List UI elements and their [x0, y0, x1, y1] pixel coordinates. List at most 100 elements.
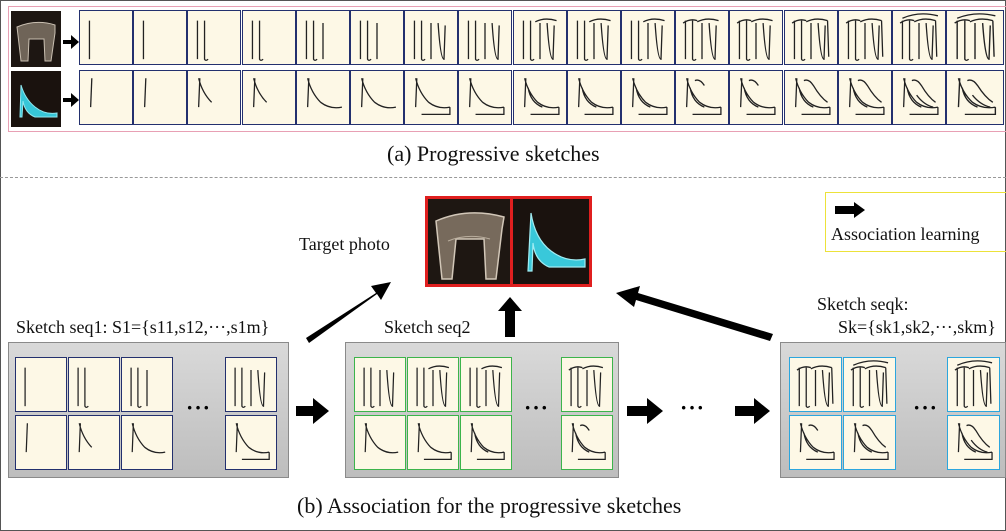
sketch-strokes	[957, 423, 993, 461]
sketch-cell	[460, 415, 512, 470]
arrow-seq2-to-target	[498, 297, 522, 337]
sketch-cell	[458, 70, 512, 125]
sketch-strokes	[850, 360, 889, 409]
sketch-cell	[513, 10, 567, 65]
sketch-cell	[68, 415, 120, 470]
sketch-cell	[567, 10, 621, 65]
seq2-label: Sketch seq2	[384, 317, 471, 337]
sketch-cell	[838, 70, 892, 125]
seq1-ellipsis: ···	[186, 395, 212, 420]
sketch-cell	[121, 415, 173, 470]
section-divider	[0, 177, 1006, 178]
sketch-cell	[15, 357, 67, 412]
sketch-cell	[892, 10, 946, 65]
sketch-strokes	[848, 78, 885, 116]
sketch-cell	[242, 70, 296, 125]
sketch-cell	[789, 357, 842, 412]
sketch-cell	[729, 10, 783, 65]
sketch-cell	[561, 357, 613, 412]
sketch-cell	[187, 10, 241, 65]
sketch-strokes	[799, 423, 835, 461]
sketch-cell	[675, 70, 729, 125]
sketch-cell	[15, 415, 67, 470]
sketch-cell	[621, 70, 675, 125]
sketch-cell	[296, 70, 350, 125]
sketch-cell	[121, 357, 173, 412]
sketch-cell	[79, 10, 133, 65]
sketch-strokes	[957, 78, 997, 116]
sketch-strokes	[88, 20, 91, 60]
sketch-cell	[225, 357, 277, 412]
sketch-strokes	[853, 423, 889, 461]
sketch-cell	[460, 357, 512, 412]
sketch-strokes	[467, 20, 500, 62]
sketch-strokes	[568, 365, 604, 409]
sketch-cell	[729, 70, 783, 125]
caption-a: (a) Progressive sketches	[387, 141, 600, 166]
sketch-cell	[946, 10, 1004, 65]
sketch-cell	[513, 70, 567, 125]
sketch-strokes	[306, 78, 343, 109]
sketch-strokes	[360, 78, 397, 109]
sketch-strokes	[359, 20, 378, 62]
sketch-strokes	[197, 78, 213, 108]
sketch-cell	[350, 70, 404, 125]
sketch-cell	[621, 10, 675, 65]
sketch-strokes	[794, 78, 831, 116]
sketch-strokes	[196, 20, 209, 62]
stool-photo-thumb	[11, 11, 61, 67]
sketch-strokes	[234, 367, 266, 409]
flow-ellipsis: ···	[680, 395, 706, 420]
sketch-strokes	[78, 423, 93, 453]
caption-b: (b) Association for the progressive sket…	[297, 493, 682, 518]
sketch-strokes	[417, 423, 452, 461]
sketch-strokes	[902, 78, 939, 116]
sketch-cell	[407, 357, 459, 412]
sketch-cell	[458, 10, 512, 65]
progressive-sketches-panel	[8, 6, 1006, 132]
sketch-strokes	[24, 367, 26, 407]
sketch-strokes	[685, 78, 722, 116]
sketch-strokes	[470, 423, 505, 461]
sketch-strokes	[954, 360, 993, 409]
row-arrows	[63, 35, 79, 107]
sketch-cell	[354, 357, 406, 412]
sketch-strokes	[131, 423, 166, 454]
target-photo-label: Target photo	[299, 234, 390, 254]
sketch-strokes	[469, 365, 503, 409]
sketch-cell	[350, 10, 404, 65]
sketch-cell	[784, 10, 838, 65]
sketch-cell	[133, 10, 187, 65]
legend-label: Association learning	[831, 224, 980, 244]
sketch-cell	[892, 70, 946, 125]
arrow-seqk-to-target	[616, 286, 773, 341]
sketch-cell	[947, 415, 1000, 470]
flow-arrow-3	[735, 398, 770, 424]
sketch-strokes	[576, 18, 611, 62]
seqk-label-line1: Sketch seqk:	[817, 294, 909, 314]
sketch-strokes	[468, 78, 505, 116]
sketch-cell	[843, 357, 896, 412]
target-photo-box	[425, 196, 592, 287]
flow-arrow-1	[296, 398, 329, 424]
sketch-strokes	[414, 78, 451, 116]
sketch-strokes	[954, 13, 996, 62]
sketch-strokes	[142, 20, 145, 60]
sketch-strokes	[413, 20, 446, 62]
sketch-strokes	[523, 78, 560, 116]
sketch-strokes	[899, 13, 939, 62]
flow-arrow-2	[627, 398, 663, 424]
legend-box: Association learning	[825, 192, 1006, 252]
sketch-strokes	[577, 78, 614, 116]
sketch-cell	[789, 415, 842, 470]
sketch-strokes	[791, 18, 830, 62]
sketch-cell	[296, 10, 350, 65]
sketch-cell	[947, 357, 1000, 412]
sketch-strokes	[143, 78, 147, 108]
sketch-cell	[561, 415, 613, 470]
sketch-strokes	[235, 423, 270, 461]
sketch-cell	[567, 70, 621, 125]
shoe-photo-thumb	[11, 71, 61, 127]
sketch-cell	[133, 70, 187, 125]
